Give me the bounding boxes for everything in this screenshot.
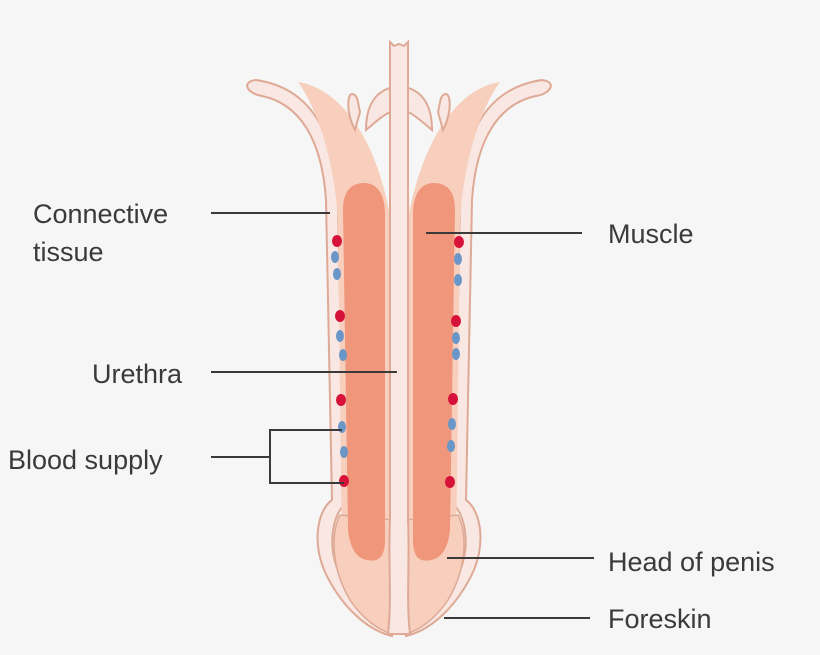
label-head-of-penis: Head of penis bbox=[608, 547, 775, 577]
label-urethra: Urethra bbox=[92, 359, 183, 389]
artery bbox=[339, 475, 349, 487]
vein bbox=[338, 421, 346, 433]
muscle-right bbox=[413, 183, 455, 561]
artery bbox=[454, 236, 464, 248]
label-connective-line1: Connective bbox=[33, 199, 169, 229]
vein bbox=[340, 446, 348, 458]
vein bbox=[336, 330, 344, 342]
leader-blood-supply-bracket bbox=[269, 429, 344, 484]
urethra-shape bbox=[386, 39, 412, 635]
label-muscle: Muscle bbox=[608, 219, 694, 249]
vein bbox=[454, 274, 462, 286]
label-blood-supply: Blood supply bbox=[8, 445, 163, 475]
artery bbox=[336, 394, 346, 406]
label-connective-tissue: Connective tissue bbox=[33, 195, 168, 271]
artery bbox=[335, 310, 345, 322]
vein bbox=[331, 251, 339, 263]
vein bbox=[339, 349, 347, 361]
artery bbox=[332, 235, 342, 247]
vein bbox=[448, 418, 456, 430]
vein bbox=[452, 332, 460, 344]
artery bbox=[451, 315, 461, 327]
vein bbox=[454, 253, 462, 265]
artery bbox=[448, 393, 458, 405]
vein bbox=[333, 268, 341, 280]
label-connective-line2: tissue bbox=[33, 237, 104, 267]
leader-lines bbox=[211, 212, 594, 619]
label-foreskin: Foreskin bbox=[608, 604, 712, 634]
vein bbox=[452, 348, 460, 360]
vein bbox=[447, 440, 455, 452]
artery bbox=[445, 476, 455, 488]
blood-vessels bbox=[331, 235, 464, 488]
